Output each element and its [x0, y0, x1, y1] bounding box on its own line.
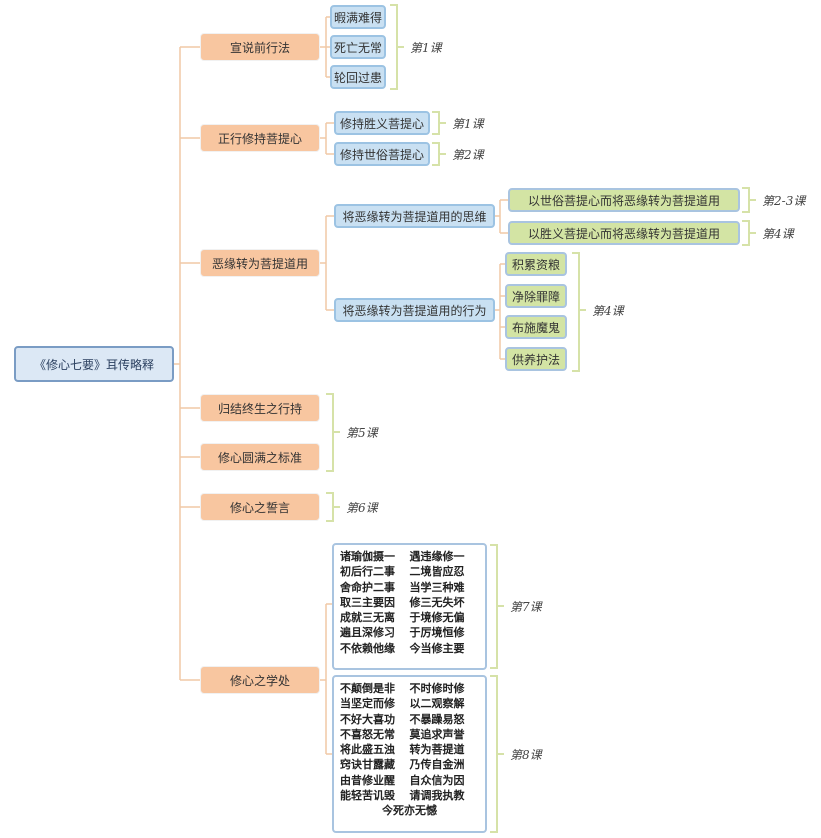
precept-line: 初后行二事二境皆应忍: [340, 565, 465, 579]
branch-adversity-path[interactable]: 恶缘转为菩提道用: [200, 249, 320, 277]
node-adversity-action[interactable]: 将恶缘转为菩提道用的行为: [334, 298, 495, 322]
precept-line-final: 今死亦无憾: [382, 804, 437, 818]
precept-line: 当坚定而修以二观察解: [340, 697, 465, 711]
precepts-box-1: 诸瑜伽摄一遇违缘修一 初后行二事二境皆应忍 舍命护二事当学三种难 取三主要因修三…: [332, 543, 487, 670]
lesson-label: 第4课: [592, 304, 624, 318]
precept-line: 取三主要因修三无失坏: [340, 595, 465, 609]
node-precious-human-birth[interactable]: 暇满难得: [330, 5, 386, 29]
precept-line: 诸瑜伽摄一遇违缘修一: [340, 550, 465, 563]
node-ultimate-bodhicitta[interactable]: 修持胜义菩提心: [334, 111, 430, 135]
lesson-label: 第2-3课: [762, 194, 806, 208]
precept-line: 能轻苦讥毁请调我执教: [340, 789, 465, 803]
node-ultimate-transform[interactable]: 以胜义菩提心而将恶缘转为菩提道用: [508, 221, 740, 245]
branch-precepts[interactable]: 修心之学处: [200, 666, 320, 694]
lesson-label: 第4课: [762, 227, 794, 241]
branch-lifelong-practice[interactable]: 归结终生之行持: [200, 394, 320, 422]
lesson-label: 第5课: [346, 426, 378, 440]
precept-line: 成就三无离于境修无偏: [340, 611, 465, 625]
node-offer-to-demons[interactable]: 布施魔鬼: [505, 315, 567, 339]
precept-line: 遍且深修习于厉境恒修: [340, 626, 465, 640]
precept-line: 舍命护二事当学三种难: [340, 580, 465, 594]
precept-line: 不喜怒无常莫追求声誉: [340, 727, 465, 741]
precept-line: 不好大喜功不暴躁易怒: [340, 712, 465, 726]
lesson-label: 第1课: [410, 41, 442, 55]
lesson-label: 第6课: [346, 501, 378, 515]
node-purify-obscurations[interactable]: 净除罪障: [505, 284, 567, 308]
lesson-label: 第7课: [510, 600, 542, 614]
precept-line: 由昔修业醒自众信为因: [340, 773, 465, 787]
lesson-label: 第8课: [510, 748, 542, 762]
precepts-box-2: 不颠倒是非不时修时修 当坚定而修以二观察解 不好大喜功不暴躁易怒 不喜怒无常莫追…: [332, 675, 487, 833]
node-accumulate-merit[interactable]: 积累资粮: [505, 252, 567, 276]
branch-bodhicitta-practice[interactable]: 正行修持菩提心: [200, 124, 320, 152]
node-relative-transform[interactable]: 以世俗菩提心而将恶缘转为菩提道用: [508, 188, 740, 212]
root-node[interactable]: 《修心七要》耳传略释: [14, 346, 174, 382]
branch-completion-standard[interactable]: 修心圆满之标准: [200, 443, 320, 471]
branch-vows[interactable]: 修心之誓言: [200, 493, 320, 521]
node-impermanence[interactable]: 死亡无常: [330, 35, 386, 59]
node-adversity-thought[interactable]: 将恶缘转为菩提道用的思维: [334, 204, 495, 228]
precept-line: 窍诀甘露藏乃传自金洲: [340, 758, 465, 772]
precept-line: 将此盛五浊转为菩提道: [340, 743, 465, 757]
branch-preliminaries[interactable]: 宣说前行法: [200, 33, 320, 61]
precept-line: 不依赖他缘今当修主要: [340, 641, 465, 655]
lesson-label: 第2课: [452, 148, 484, 162]
node-offer-to-protectors[interactable]: 供养护法: [505, 347, 567, 371]
precept-line: 不颠倒是非不时修时修: [340, 682, 465, 695]
node-relative-bodhicitta[interactable]: 修持世俗菩提心: [334, 142, 430, 166]
node-samsara-suffering[interactable]: 轮回过患: [330, 65, 386, 89]
lesson-label: 第1课: [452, 117, 484, 131]
